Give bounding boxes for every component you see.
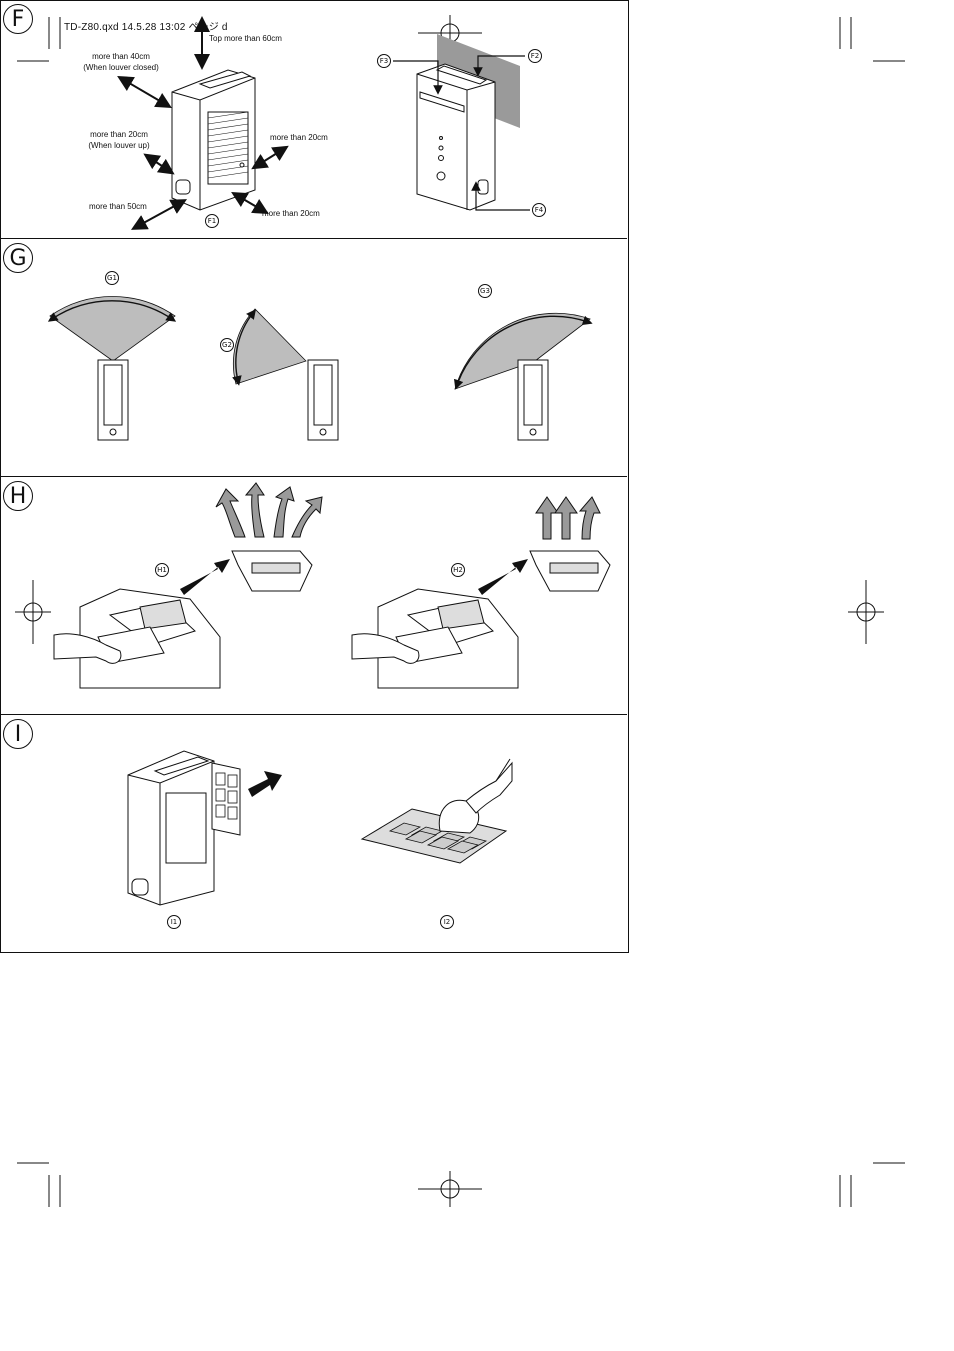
panel-f-badge: F	[3, 4, 33, 34]
file-info-header: TD-Z80.qxd 14.5.28 13:02 ページ d	[64, 22, 228, 33]
marker-g1: G1	[105, 271, 119, 285]
figure-frame: F	[0, 0, 629, 953]
marker-f4: F4	[532, 203, 546, 217]
clearance-louver-closed-label: more than 40cm(When louver closed)	[83, 52, 159, 72]
louver-adjust-diagram	[53, 482, 611, 689]
dehumidifier-unit-icon	[171, 69, 256, 211]
clearance-louver-up-label: more than 20cm(When louver up)	[88, 130, 150, 150]
marker-g3: G3	[478, 284, 492, 298]
panel-h-badge: H	[3, 481, 33, 511]
panel-i: I	[0, 715, 627, 951]
panel-h: H	[0, 477, 627, 715]
panel-i-badge: I	[3, 719, 33, 749]
clearance-right-bottom-label: more than 20cm	[262, 209, 320, 218]
marker-h1: H1	[155, 563, 169, 577]
panel-g-badge: G	[3, 243, 33, 273]
marker-h2: H2	[451, 563, 465, 577]
marker-i2: I2	[440, 915, 454, 929]
marker-f1: F1	[205, 214, 219, 228]
panel-f: F	[0, 0, 627, 239]
panel-g: G G1 G2 G3	[0, 239, 627, 477]
clearance-right-label: more than 20cm	[270, 133, 328, 142]
marker-f2: F2	[528, 49, 542, 63]
filter-cleaning-diagram	[127, 750, 513, 906]
louver-angle-diagram	[47, 296, 593, 441]
marker-i1: I1	[167, 915, 181, 929]
marker-f3: F3	[377, 54, 391, 68]
marker-g2: G2	[220, 338, 234, 352]
clearance-top-label: Top more than 60cm	[209, 34, 282, 43]
clearance-left-bottom-label: more than 50cm	[89, 202, 147, 211]
placement-diagram	[117, 16, 530, 230]
